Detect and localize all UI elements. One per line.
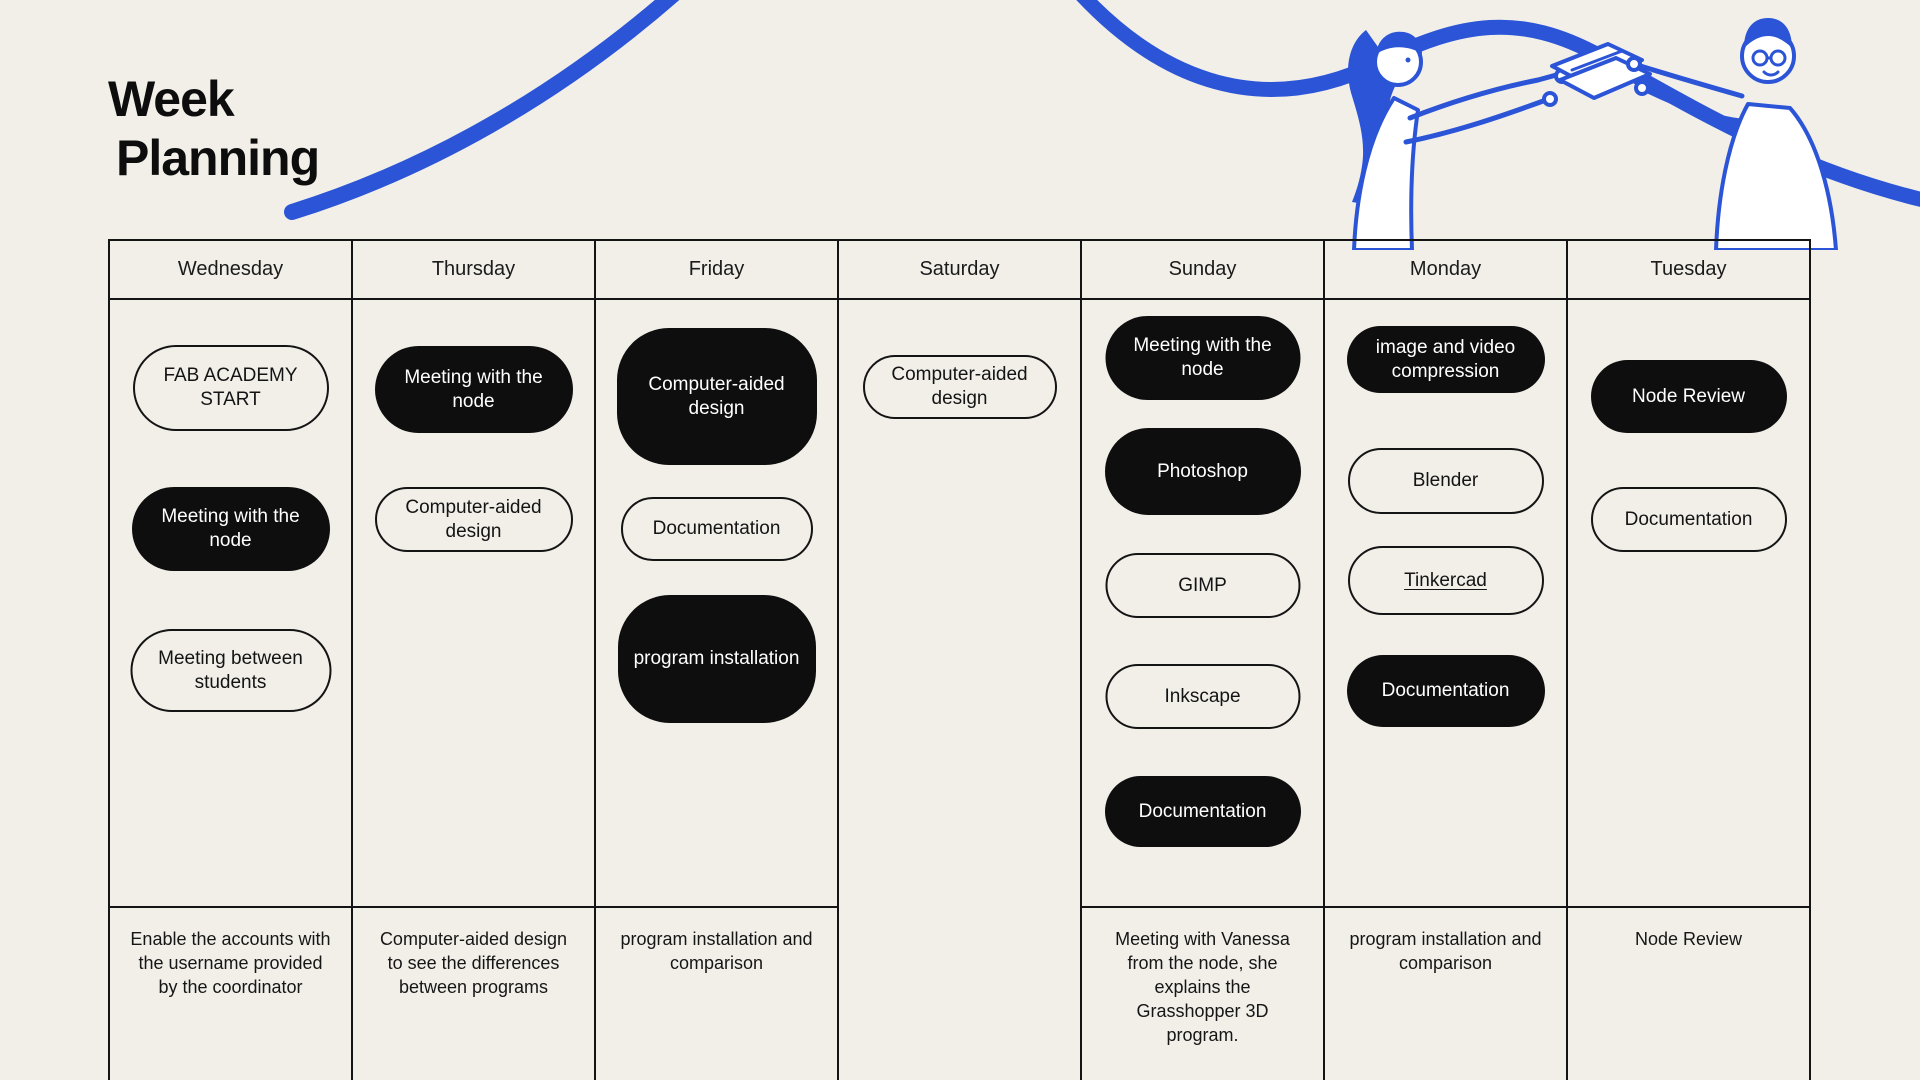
day-note: [839, 908, 1080, 938]
day-note: Node Review: [1634, 929, 1743, 949]
day-note: Enable the accounts with the username pr…: [130, 929, 331, 997]
day-column-wednesday: Wednesday FAB ACADEMY START Meeting with…: [110, 241, 353, 1080]
plan-item: GIMP: [1105, 553, 1300, 618]
plan-item: FAB ACADEMY START: [132, 345, 329, 431]
page-title-line-2: Planning: [116, 130, 320, 186]
day-body: FAB ACADEMY START Meeting with the node …: [110, 300, 351, 908]
day-note: program installation and comparison: [1349, 929, 1542, 973]
day-column-tuesday: Tuesday Node Review Documentation Node R…: [1568, 241, 1809, 1080]
plan-item: Node Review: [1590, 360, 1787, 433]
plan-item: image and video compression: [1346, 326, 1545, 393]
plan-item: Documentation: [1590, 487, 1787, 552]
day-header: Wednesday: [110, 241, 351, 300]
plan-item: Computer-aided design: [616, 328, 817, 465]
plan-item: Documentation: [620, 497, 813, 561]
plan-item: Meeting between students: [130, 629, 331, 712]
day-body: image and video compression Blender Tink…: [1325, 300, 1566, 908]
plan-item: program installation: [617, 595, 816, 723]
day-body: Meeting with the node Computer-aided des…: [353, 300, 594, 908]
day-note: program installation and comparison: [620, 929, 813, 973]
plan-item: Photoshop: [1104, 428, 1301, 515]
day-column-sunday: Sunday Meeting with the node Photoshop G…: [1082, 241, 1325, 1080]
day-header: Sunday: [1082, 241, 1323, 300]
day-body: Computer-aided design: [839, 300, 1080, 908]
day-note: Meeting with Vanessa from the node, she …: [1115, 929, 1290, 1045]
day-header: Tuesday: [1568, 241, 1809, 300]
plan-item-tinkercad-link[interactable]: Tinkercad: [1347, 546, 1544, 615]
plan-item: Computer-aided design: [862, 355, 1057, 419]
plan-item: Documentation: [1104, 776, 1301, 847]
day-header: Friday: [596, 241, 837, 300]
day-column-monday: Monday image and video compression Blend…: [1325, 241, 1568, 1080]
plan-item: Documentation: [1346, 655, 1545, 727]
day-body: Meeting with the node Photoshop GIMP Ink…: [1082, 300, 1323, 908]
page-title: Week Planning: [108, 70, 320, 188]
day-column-saturday: Saturday Computer-aided design: [839, 241, 1082, 1080]
page-title-line-1: Week: [108, 71, 235, 127]
plan-item: Blender: [1347, 448, 1544, 514]
people-illustration-icon: [1348, 18, 1838, 250]
plan-item: Meeting with the node: [131, 487, 330, 571]
day-header: Thursday: [353, 241, 594, 300]
plan-item: Inkscape: [1105, 664, 1300, 729]
plan-item: Meeting with the node: [374, 346, 573, 433]
day-column-friday: Friday Computer-aided design Documentati…: [596, 241, 839, 1080]
day-header: Monday: [1325, 241, 1566, 300]
week-planning-table: Wednesday FAB ACADEMY START Meeting with…: [108, 239, 1811, 1080]
day-body: Computer-aided design Documentation prog…: [596, 300, 837, 908]
day-note: Computer-aided design to see the differe…: [379, 929, 568, 997]
day-body: Node Review Documentation: [1568, 300, 1809, 908]
day-header: Saturday: [839, 241, 1080, 300]
plan-item: Meeting with the node: [1105, 316, 1300, 400]
day-column-thursday: Thursday Meeting with the node Computer-…: [353, 241, 596, 1080]
plan-item: Computer-aided design: [374, 487, 573, 552]
